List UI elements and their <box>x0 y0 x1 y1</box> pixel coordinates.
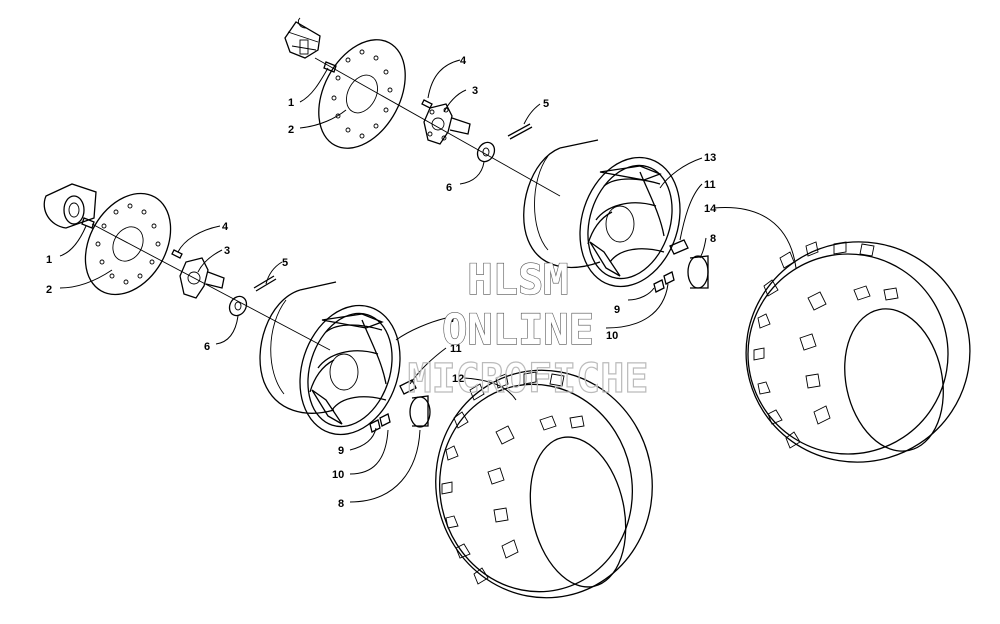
callout-rear-1: 1 <box>288 97 294 109</box>
callout-front-2: 2 <box>46 284 52 296</box>
callout-rear-14: 14 <box>704 203 717 215</box>
watermark-line-3: MICROFICHE <box>408 356 649 402</box>
rear-bolt-1 <box>323 61 337 73</box>
front-cotter-pin <box>253 275 277 292</box>
callout-rear-5: 5 <box>543 98 549 110</box>
front-wheel-rim <box>259 281 401 436</box>
front-bolt-1 <box>81 217 95 229</box>
front-tire <box>435 369 653 599</box>
rear-hub-bolt <box>421 99 433 109</box>
callout-rear-6: 6 <box>446 182 452 194</box>
front-bearing-housing <box>43 183 97 229</box>
watermark: HLSM ONLINE MICROFICHE <box>407 254 649 402</box>
callout-front-4: 4 <box>222 221 229 233</box>
rear-wheel-rim <box>523 139 681 288</box>
callout-rear-9: 9 <box>614 304 620 316</box>
callout-rear-10: 10 <box>606 330 618 342</box>
front-lug-nuts <box>369 413 391 433</box>
front-nut <box>228 295 248 317</box>
rear-cotter-pin <box>507 123 533 140</box>
callout-front-8: 8 <box>338 498 344 510</box>
rear-brake-disc <box>318 39 406 149</box>
rear-lug-nuts <box>653 271 675 293</box>
callout-front-12: 12 <box>452 373 464 385</box>
callout-rear-11: 11 <box>704 179 716 191</box>
front-brake-disc <box>84 192 172 296</box>
front-hub-bolt <box>171 249 183 259</box>
callout-rear-4: 4 <box>460 55 467 67</box>
callout-front-11: 11 <box>450 343 462 355</box>
front-valve-stem <box>399 379 417 395</box>
front-axle-line <box>91 223 331 351</box>
callout-front-6: 6 <box>204 341 210 353</box>
watermark-line-1: HLSM <box>467 255 568 304</box>
leader-lines <box>59 59 797 503</box>
rear-valve-stem <box>669 239 689 255</box>
rear-axle-stub <box>284 17 321 59</box>
rear-axle-line <box>314 57 561 197</box>
callout-rear-3: 3 <box>472 85 478 97</box>
callout-rear-8: 8 <box>710 233 716 245</box>
callout-front-1: 1 <box>46 254 52 266</box>
callout-labels: 1 2 4 3 5 6 13 11 14 8 9 10 1 2 4 3 5 6 … <box>46 55 717 510</box>
callout-rear-2: 2 <box>288 124 294 136</box>
rear-hub <box>423 103 471 145</box>
rear-tire <box>745 241 971 463</box>
rear-nut <box>476 141 496 163</box>
watermark-line-2: ONLINE <box>442 305 594 354</box>
callout-front-9: 9 <box>338 445 344 457</box>
callout-front-10: 10 <box>332 469 344 481</box>
callout-front-5: 5 <box>282 257 288 269</box>
rear-center-cap <box>687 255 709 289</box>
callout-front-7: 7 <box>450 313 456 325</box>
front-center-cap <box>409 395 431 428</box>
front-hub <box>179 257 225 299</box>
callout-front-3: 3 <box>224 245 230 257</box>
callout-rear-13: 13 <box>704 152 716 164</box>
